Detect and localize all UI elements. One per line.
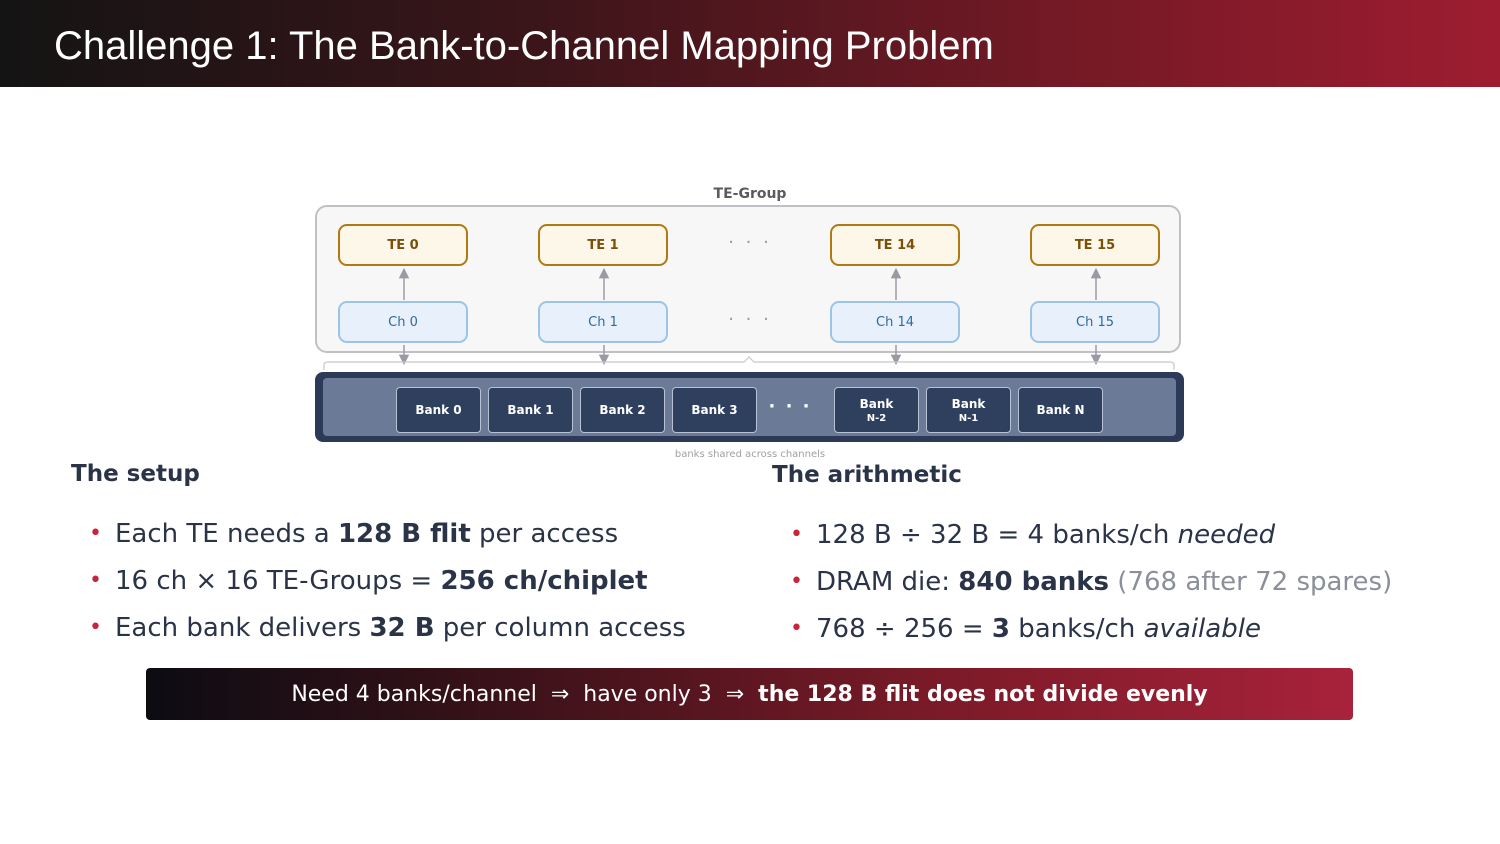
- te-group-label: TE-Group: [713, 186, 787, 202]
- bank-label: Bank 1: [507, 403, 554, 417]
- bank-label: Bank 2: [599, 403, 646, 417]
- bank-label: Bank: [859, 396, 894, 411]
- bullet-dot-icon: •: [790, 569, 803, 594]
- bullet-muted-note: (768 after 72 spares): [1109, 567, 1393, 597]
- bullet-italic: available: [1143, 614, 1261, 644]
- arithmetic-list: • 128 B ÷ 32 B = 4 banks/ch needed • DRAM …: [772, 515, 1392, 656]
- bullet-text: 768 ÷ 256 =: [816, 614, 992, 644]
- te-group-diagram: TE-Group TE 0 TE 1 TE 14 TE 15 · · · Ch …: [315, 186, 1184, 460]
- bullet-emphasis: 128 B flit: [337, 519, 471, 549]
- bank-sublabel: N-2: [866, 412, 887, 424]
- list-item: • Each bank delivers 32 B per column acce…: [71, 608, 686, 655]
- list-item: • 16 ch × 16 TE-Groups = 256 ch/chiplet: [71, 561, 686, 608]
- bullet-text: 128 B ÷ 32 B = 4 banks/ch: [816, 520, 1178, 550]
- bullet-text: Each bank delivers: [115, 613, 370, 643]
- bank-label: Bank: [951, 396, 986, 411]
- bank-label: Bank 0: [415, 403, 462, 417]
- bank-box: Bank 1: [488, 387, 573, 433]
- conclusion-banner: Need 4 banks/channel ⇒ have only 3 ⇒ the…: [146, 668, 1353, 720]
- bullet-emphasis: 840 banks: [958, 567, 1110, 597]
- te-ellipsis: · · ·: [728, 232, 772, 253]
- title-bar: Challenge 1: The Bank-to-Channel Mapping…: [0, 0, 1500, 87]
- bullet-italic: needed: [1177, 520, 1276, 550]
- list-item: • Each TE needs a 128 B flit per access: [71, 514, 686, 561]
- bullet-text: per column access: [434, 613, 686, 643]
- setup-list: • Each TE needs a 128 B flit per access •…: [71, 514, 686, 655]
- bullet-emphasis: 32 B: [369, 613, 435, 643]
- bank-box: Bank 2: [580, 387, 665, 433]
- bullet-emphasis: 3: [991, 614, 1010, 644]
- bank-label: Bank N: [1036, 403, 1085, 417]
- te-box: TE 0: [338, 224, 468, 266]
- te-box: TE 15: [1030, 224, 1160, 266]
- te-box: TE 1: [538, 224, 668, 266]
- bullet-dot-icon: •: [89, 615, 102, 640]
- diagram-arrows: [323, 267, 1175, 370]
- bullet-dot-icon: •: [790, 616, 803, 641]
- channel-box: Ch 1: [538, 301, 668, 343]
- list-item: • 768 ÷ 256 = 3 banks/ch available: [772, 609, 1392, 656]
- bank-box: Bank 3: [672, 387, 757, 433]
- bullet-text: Each TE needs a: [115, 519, 338, 549]
- arithmetic-heading: The arithmetic: [772, 462, 962, 488]
- bank-ellipsis: · · ·: [768, 396, 812, 417]
- channel-ellipsis: · · ·: [728, 309, 772, 330]
- bank-box: Bank N: [1018, 387, 1103, 433]
- bullet-text: banks/ch: [1009, 614, 1144, 644]
- bullet-text: 16 ch × 16 TE-Groups =: [115, 566, 441, 596]
- channel-bank-brace: [323, 356, 1175, 370]
- bullet-dot-icon: •: [89, 521, 102, 546]
- setup-heading: The setup: [71, 461, 200, 487]
- list-item: • 128 B ÷ 32 B = 4 banks/ch needed: [772, 515, 1392, 562]
- banner-emphasis: the 128 B flit does not divide evenly: [758, 681, 1208, 707]
- bullet-text: per access: [470, 519, 619, 549]
- te-box: TE 14: [830, 224, 960, 266]
- bank-sublabel: N-1: [958, 412, 979, 424]
- list-item: • DRAM die: 840 banks (768 after 72 spare…: [772, 562, 1392, 609]
- channel-box: Ch 0: [338, 301, 468, 343]
- bank-caption: banks shared across channels: [674, 449, 826, 460]
- bullet-text: DRAM die:: [816, 567, 959, 597]
- bullet-emphasis: 256 ch/chiplet: [440, 566, 648, 596]
- bullet-dot-icon: •: [790, 522, 803, 547]
- bank-box: Bank 0: [396, 387, 481, 433]
- banner-text: Need 4 banks/channel ⇒ have only 3 ⇒: [291, 681, 759, 707]
- channel-box: Ch 14: [830, 301, 960, 343]
- slide-title: Challenge 1: The Bank-to-Channel Mapping…: [54, 24, 994, 68]
- channel-box: Ch 15: [1030, 301, 1160, 343]
- bullet-dot-icon: •: [89, 568, 102, 593]
- bank-label: Bank 3: [691, 403, 738, 417]
